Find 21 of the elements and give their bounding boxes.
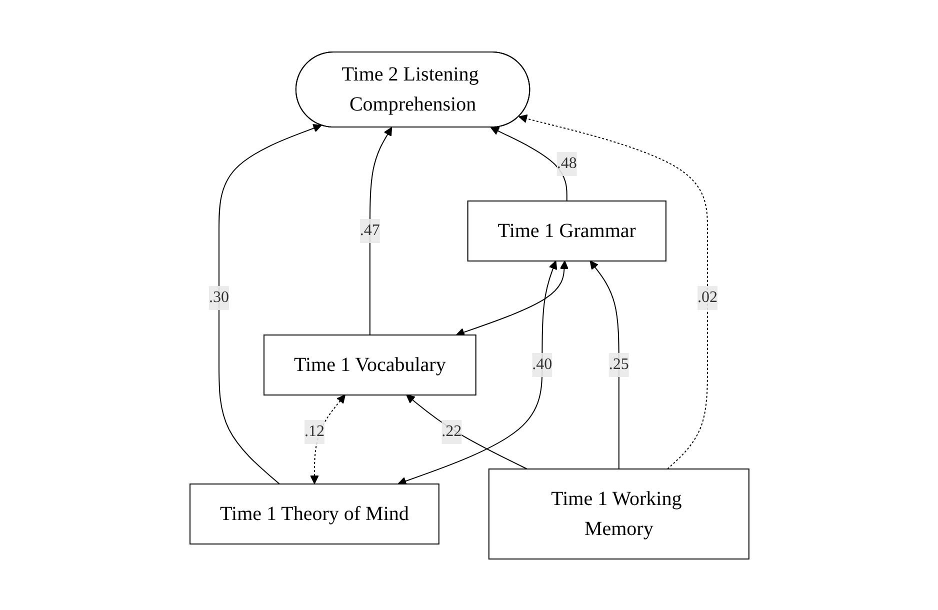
arrow: [456, 260, 568, 336]
arrow: [218, 124, 322, 484]
arrow: [589, 260, 619, 469]
edge-label: .25: [608, 356, 628, 372]
edge-label: .12: [304, 422, 324, 440]
edge-label: .47: [359, 222, 380, 238]
edge-label: .40: [532, 356, 552, 372]
edge-label: .02: [697, 288, 718, 306]
arrow: [397, 260, 557, 485]
node-box: Time 1 Grammar: [466, 200, 666, 261]
edge-label: .22: [441, 422, 462, 440]
edge-label: .30: [208, 288, 229, 306]
arrow: [310, 394, 346, 484]
arrow: [490, 126, 567, 201]
node-box: Time 1 Vocabulary: [263, 334, 476, 395]
arrow: [406, 394, 528, 469]
edge-label: .48: [556, 154, 576, 172]
node-box: Time 1 Working Memory: [488, 468, 749, 559]
node-box: Time 1 Theory of Mind: [189, 483, 439, 544]
arrow: [518, 114, 708, 469]
arrow: [368, 126, 392, 335]
